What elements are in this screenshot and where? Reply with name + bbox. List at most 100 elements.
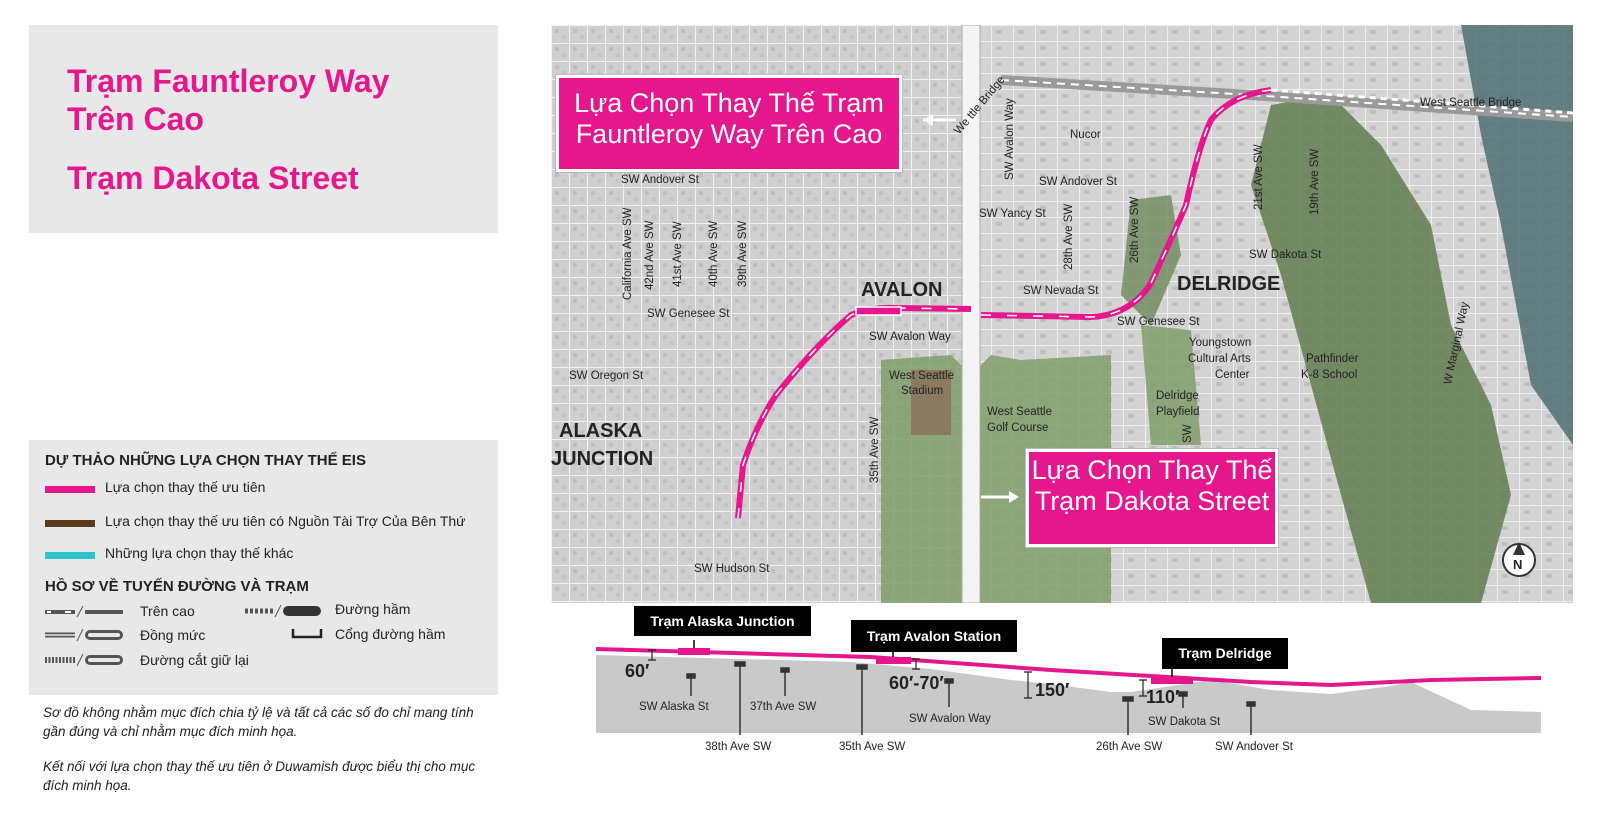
legend-label-at-grade: Đồng mức xyxy=(140,627,206,643)
label-genesee-w: SW Genesee St xyxy=(647,308,730,320)
profile-station-delridge-label: Trạm Delridge xyxy=(1162,638,1288,669)
label-avalon-way-vertical: SW Avalon Way xyxy=(1004,98,1016,180)
map-divider xyxy=(961,25,981,603)
tunnel-symbol xyxy=(245,604,321,618)
label-28th: 28th Ave SW xyxy=(1063,204,1075,270)
delridge-playfield-area xyxy=(1141,325,1201,445)
profile-canvas: 60′ 60′-70′ 150′ 110′ SW Alaska St 37th … xyxy=(595,640,1542,753)
legend-label-third-party: Lựa chọn thay thế ưu tiên có Nguồn Tài T… xyxy=(105,513,466,529)
duwamish-waterway xyxy=(1461,25,1573,445)
label-youngstown-3: Center xyxy=(1215,369,1250,381)
legend-label-other: Những lựa chọn thay thế khác xyxy=(105,545,294,561)
profile-alignment xyxy=(595,647,1542,688)
alignment-east-elevated-marks xyxy=(980,89,1272,318)
height-labels: 60′ 60′-70′ 150′ 110′ xyxy=(625,661,1179,707)
label-golf-1: West Seattle xyxy=(987,406,1052,418)
height-150: 150′ xyxy=(1035,680,1069,700)
legend-heading-profile: HỒ SƠ VỀ TUYẾN ĐƯỜNG VÀ TRẠM xyxy=(45,578,309,595)
label-golf-2: Golf Course xyxy=(987,422,1048,434)
label-california: California Ave SW xyxy=(622,207,634,300)
legend-label-tunnel: Đường hầm xyxy=(335,601,411,617)
label-40th: 40th Ave SW xyxy=(708,221,720,287)
profile-label-37th: 37th Ave SW xyxy=(750,701,816,713)
avalon-station-marker xyxy=(855,306,902,316)
label-sw-fragment: SW xyxy=(1182,424,1194,443)
delridge-greenbelt xyxy=(1251,95,1511,603)
label-pathfinder-1: Pathfinder xyxy=(1306,353,1359,365)
title-line-3: Trạm Dakota Street xyxy=(67,160,359,196)
label-stadium-2: Stadium xyxy=(901,385,943,397)
legend-swatch-preferred xyxy=(45,486,95,493)
label-andover-w: SW Andover St xyxy=(621,174,700,186)
callout-dakota-alternative: Lựa Chọn Thay Thế Trạm Dakota Street xyxy=(1026,449,1278,547)
elevated-symbol xyxy=(45,605,123,618)
label-youngstown-2: Cultural Arts xyxy=(1188,353,1251,365)
label-yancy: SW Yancy St xyxy=(979,208,1046,220)
disclaimer-note: Sơ đồ không nhằm mục đích chia tỷ lệ và … xyxy=(43,705,474,739)
profile-label-alaska: SW Alaska St xyxy=(639,701,709,713)
legend-label-tunnel-portal: Cổng đường hầm xyxy=(335,626,446,642)
ground-profile xyxy=(596,655,1541,733)
legend-swatch-other xyxy=(45,552,95,559)
at-grade-symbol xyxy=(45,628,123,642)
label-19th: 19th Ave SW xyxy=(1309,149,1321,215)
label-genesee-e: SW Genesee St xyxy=(1117,316,1200,328)
profile-label-andover: SW Andover St xyxy=(1215,741,1294,753)
label-26th: 26th Ave SW xyxy=(1129,197,1141,263)
label-delridge-pf-2: Playfield xyxy=(1156,406,1199,418)
label-ws-bridge: West Seattle Bridge xyxy=(1420,97,1521,109)
legend-swatch-third-party xyxy=(45,520,95,527)
callout-fauntleroy-alternative: Lựa Chọn Thay Thế Trạm Fauntleroy Way Tr… xyxy=(556,75,902,172)
duwamish-note: Kết nối với lựa chọn thay thế ưu tiên ở … xyxy=(43,759,476,793)
label-42nd: 42nd Ave SW xyxy=(644,220,656,290)
label-35th: 35th Ave SW xyxy=(869,417,881,483)
label-21st: 21st Ave SW xyxy=(1253,144,1265,210)
profile-station-avalon-label: Trạm Avalon Station xyxy=(851,620,1017,652)
map-area: N SW Andover St SW Genesee St SW Oregon … xyxy=(551,25,1573,603)
label-andover-e: SW Andover St xyxy=(1039,176,1118,188)
label-41st: 41st Ave SW xyxy=(672,221,684,287)
title-panel: Trạm Fauntleroy Way Trên Cao Trạm Dakota… xyxy=(29,25,498,233)
label-delridge: DELRIDGE xyxy=(1177,273,1280,295)
profile-station-avalon-marker xyxy=(876,657,911,664)
title-line-1: Trạm Fauntleroy Way xyxy=(67,63,390,99)
label-nevada: SW Nevada St xyxy=(1023,285,1099,297)
height-markers xyxy=(648,649,1147,699)
label-stadium-1: West Seattle xyxy=(889,370,954,382)
street-tick-markers xyxy=(686,661,1256,735)
height-110: 110′ xyxy=(1146,687,1179,707)
route-profile: 60′ 60′-70′ 150′ 110′ SW Alaska St 37th … xyxy=(551,606,1573,809)
label-delridge-pf-1: Delridge xyxy=(1156,390,1199,402)
label-avalon: AVALON xyxy=(861,279,942,301)
label-alaska-2: JUNCTION xyxy=(551,448,653,470)
profile-label-35th: 35th Ave SW xyxy=(839,741,905,753)
label-oregon: SW Oregon St xyxy=(569,370,644,382)
label-youngstown-1: Youngstown xyxy=(1189,337,1251,349)
stadium-area xyxy=(911,370,951,435)
label-39th: 39th Ave SW xyxy=(737,221,749,287)
legend-label-preferred: Lựa chọn thay thế ưu tiên xyxy=(105,479,266,495)
title-line-2: Trên Cao xyxy=(67,101,204,137)
height-60: 60′ xyxy=(625,661,649,681)
legend-heading-alternatives: DỰ THẢO NHỮNG LỰA CHỌN THAY THẾ EIS xyxy=(45,452,366,469)
label-hudson: SW Hudson St xyxy=(694,563,770,575)
tunnel-portal-symbol xyxy=(291,629,323,639)
legend-profile-symbols xyxy=(45,604,323,667)
label-avalon-way: SW Avalon Way xyxy=(869,331,951,343)
profile-label-38th: 38th Ave SW xyxy=(705,741,771,753)
map-canvas: N SW Andover St SW Genesee St SW Oregon … xyxy=(551,25,1573,603)
profile-label-dakota: SW Dakota St xyxy=(1148,716,1221,728)
profile-label-26th: 26th Ave SW xyxy=(1096,741,1162,753)
legend-label-retained-cut: Đường cắt giữ lại xyxy=(140,652,249,668)
label-pathfinder-2: K-8 School xyxy=(1301,369,1357,381)
retained-cut-symbol xyxy=(45,653,123,667)
profile-label-avalon-way: SW Avalon Way xyxy=(909,713,991,725)
label-dakota: SW Dakota St xyxy=(1249,249,1322,261)
legend-label-elevated: Trên cao xyxy=(140,603,195,619)
profile-station-delridge-marker xyxy=(1151,677,1193,684)
profile-station-alaska-label: Trạm Alaska Junction xyxy=(634,606,811,636)
label-alaska-1: ALASKA xyxy=(559,420,642,442)
legend-panel: DỰ THẢO NHỮNG LỰA CHỌN THAY THẾ EIS Lựa … xyxy=(29,440,498,695)
profile-street-labels: SW Alaska St 37th Ave SW SW Avalon Way S… xyxy=(639,701,1294,753)
label-nucor: Nucor xyxy=(1070,129,1101,141)
